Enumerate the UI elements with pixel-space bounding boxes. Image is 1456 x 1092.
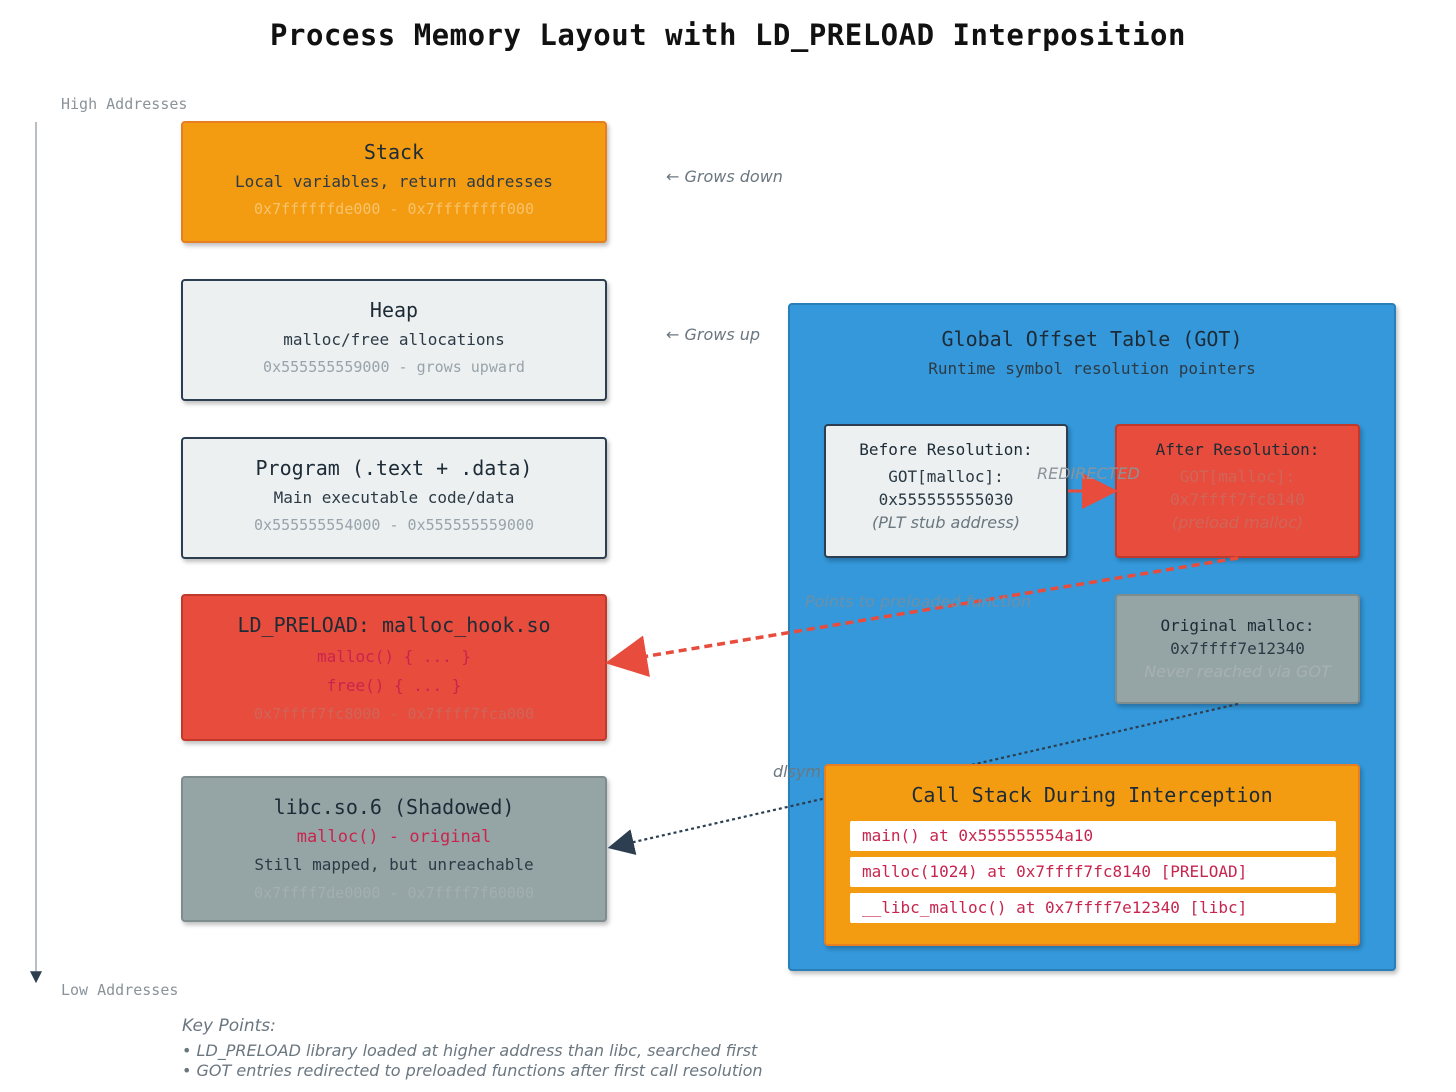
libc-desc: Still mapped, but unreachable — [254, 855, 534, 874]
stack-desc: Local variables, return addresses — [235, 172, 553, 191]
dlsym-arrow — [607, 702, 1239, 855]
preload-segment: LD_PRELOAD: malloc_hook.so malloc() { ..… — [181, 594, 607, 741]
points-to-arrow — [605, 556, 1239, 677]
got-before-box: Before Resolution: GOT[malloc]: 0x555555… — [824, 424, 1068, 558]
preload-title: LD_PRELOAD: malloc_hook.so — [237, 613, 551, 637]
call-stack-row: main() at 0x555555554a10 — [850, 821, 1336, 851]
after-addr: 0x7ffff7fc8140 — [1170, 490, 1305, 509]
points-to-label: Points to preloaded function — [805, 592, 1032, 611]
stack-range: 0x7ffffffde000 - 0x7ffffffff000 — [254, 200, 534, 218]
heap-range: 0x555555559000 - grows upward — [263, 358, 525, 376]
heap-title: Heap — [369, 298, 419, 322]
high-addresses-label: High Addresses — [61, 95, 188, 113]
preload-malloc-fn: malloc() { ... } — [316, 647, 472, 666]
stack-grows-note: ← Grows down — [666, 167, 783, 186]
call-stack-title: Call Stack During Interception — [911, 783, 1273, 807]
call-stack-row: __libc_malloc() at 0x7ffff7e12340 [libc] — [850, 893, 1336, 923]
key-point-item: • LD_PRELOAD library loaded at higher ad… — [182, 1041, 758, 1060]
original-title: Original malloc: — [1160, 616, 1315, 635]
stack-title: Stack — [363, 140, 425, 164]
after-title: After Resolution: — [1155, 440, 1320, 459]
stack-segment: Stack Local variables, return addresses … — [181, 121, 607, 243]
after-note: (preload malloc) — [1171, 513, 1304, 532]
after-entry: GOT[malloc]: — [1179, 467, 1296, 486]
got-after-box: After Resolution: GOT[malloc]: 0x7ffff7f… — [1115, 424, 1360, 558]
heap-grows-note: ← Grows up — [666, 325, 761, 344]
call-stack-row: malloc(1024) at 0x7ffff7fc8140 [PRELOAD] — [850, 857, 1336, 887]
libc-segment: libc.so.6 (Shadowed) malloc() - original… — [181, 776, 607, 922]
dlsym-label: dlsym — [773, 762, 821, 781]
libc-title: libc.so.6 (Shadowed) — [273, 795, 515, 819]
key-points-title: Key Points: — [182, 1016, 276, 1036]
before-title: Before Resolution: — [859, 440, 1033, 459]
original-note: Never reached via GOT — [1144, 662, 1331, 681]
call-stack-panel: Call Stack During Interception main() at… — [824, 764, 1360, 946]
key-point-item: • GOT entries redirected to preloaded fu… — [182, 1061, 763, 1080]
original-addr: 0x7ffff7e12340 — [1170, 639, 1305, 658]
program-segment: Program (.text + .data) Main executable … — [181, 437, 607, 559]
heap-desc: malloc/free allocations — [283, 330, 505, 349]
got-subtitle: Runtime symbol resolution pointers — [928, 359, 1256, 378]
preload-range: 0x7ffff7fc8000 - 0x7ffff7fca000 — [254, 705, 534, 723]
heap-segment: Heap malloc/free allocations 0x555555559… — [181, 279, 607, 401]
redirected-label: REDIRECTED — [1037, 464, 1140, 483]
program-title: Program (.text + .data) — [255, 456, 533, 480]
program-range: 0x555555554000 - 0x555555559000 — [254, 516, 534, 534]
libc-malloc-fn: malloc() - original — [296, 827, 492, 847]
low-addresses-label: Low Addresses — [61, 981, 179, 999]
libc-range: 0x7ffff7de0000 - 0x7ffff7f60000 — [254, 884, 534, 902]
before-note: (PLT stub address) — [871, 513, 1021, 532]
program-desc: Main executable code/data — [273, 488, 515, 507]
before-entry: GOT[malloc]: — [888, 467, 1004, 486]
got-title: Global Offset Table (GOT) — [941, 327, 1243, 351]
before-addr: 0x555555555030 — [878, 490, 1014, 509]
original-malloc-box: Original malloc: 0x7ffff7e12340 Never re… — [1115, 594, 1360, 704]
page-title: Process Memory Layout with LD_PRELOAD In… — [270, 18, 1186, 52]
preload-free-fn: free() { ... } — [326, 676, 462, 695]
